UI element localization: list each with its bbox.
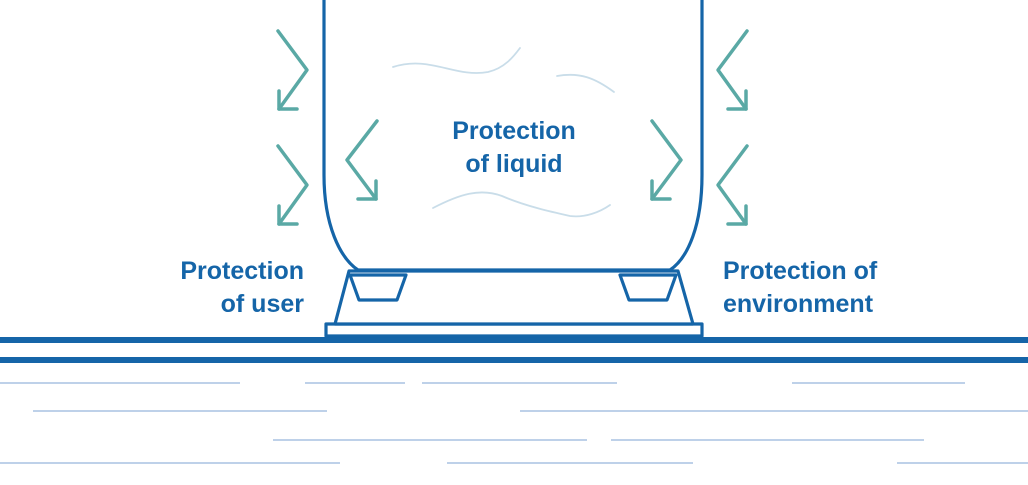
arrow-icon bbox=[716, 144, 749, 226]
liquid-waves bbox=[392, 47, 615, 218]
floor-lines bbox=[0, 382, 1028, 464]
label-line: of user bbox=[220, 290, 304, 318]
pallet-foot-right bbox=[618, 273, 678, 302]
label-line: of liquid bbox=[465, 150, 563, 178]
wave bbox=[432, 191, 611, 218]
label-line: environment bbox=[723, 290, 874, 318]
label-protection-of-user: Protection of user bbox=[104, 255, 304, 321]
arrow-icon bbox=[276, 29, 309, 111]
label-line: Protection bbox=[180, 257, 304, 285]
pallet-foot-left bbox=[348, 273, 408, 302]
wave bbox=[556, 73, 615, 93]
container-outline bbox=[322, 0, 704, 272]
arrow-icon bbox=[716, 29, 749, 111]
pallet-base bbox=[324, 322, 704, 338]
wave bbox=[392, 47, 521, 74]
floor bbox=[0, 337, 1028, 363]
label-protection-of-liquid: Protection of liquid bbox=[414, 115, 614, 181]
arrow-icon bbox=[345, 119, 379, 201]
arrow-icon bbox=[276, 144, 309, 226]
label-protection-of-environment: Protection of environment bbox=[723, 255, 983, 321]
arrow-icon bbox=[650, 119, 683, 201]
label-line: Protection of bbox=[723, 257, 878, 285]
arrows bbox=[276, 29, 749, 226]
label-line: Protection bbox=[452, 117, 576, 145]
pallet bbox=[324, 269, 704, 338]
